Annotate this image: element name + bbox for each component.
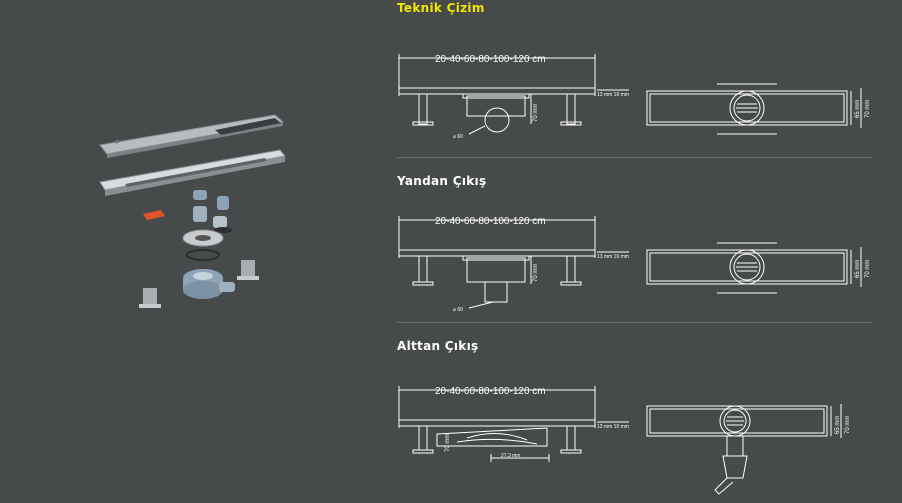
- channel-image: [99, 149, 286, 196]
- side-view: [398, 386, 629, 462]
- drawing-alttan-cikis: 20-40-60-80-100-120 cm 70 mm 13 mm 16 mm…: [398, 386, 851, 495]
- top-view: [646, 242, 862, 294]
- divider: [397, 157, 872, 158]
- divider: [397, 322, 872, 323]
- section-title-yandan-cikis: Yandan Çıkış: [397, 174, 487, 188]
- diameter-label: ⌀ 60: [453, 134, 463, 140]
- top-width-label-2: 70 mm: [845, 416, 851, 434]
- side-view: [398, 54, 629, 135]
- section-title-alttan-cikis: Alttan Çıkış: [397, 339, 479, 353]
- seal-image: [143, 210, 165, 220]
- thickness-label: 13 mm 16 mm: [597, 92, 629, 98]
- top-width-label: 65 mm: [835, 416, 841, 434]
- diameter-label: ⌀ 60: [453, 307, 463, 313]
- grate-image: [99, 114, 285, 158]
- height-label: 70 mm: [533, 104, 539, 122]
- thickness-label: 13 mm 16 mm: [597, 424, 629, 430]
- top-width-label: 65 mm: [855, 100, 861, 118]
- width-label: 20-40-60-80-100-120 cm: [435, 386, 546, 397]
- top-view: [646, 83, 862, 135]
- leg-right-image: [237, 260, 259, 280]
- drawing-yandan-cikis: 20-40-60-80-100-120 cm 70 mm 13 mm 16 mm…: [398, 216, 871, 313]
- leg-left-image: [139, 288, 161, 308]
- width-label: 20-40-60-80-100-120 cm: [435, 216, 546, 227]
- trap-image: [183, 269, 235, 299]
- height-label: 70 mm: [445, 434, 451, 452]
- bottom-dim-label: 27,3 mm: [501, 453, 520, 459]
- width-label: 20-40-60-80-100-120 cm: [435, 54, 546, 65]
- section-title-teknik-cizim: Teknik Çizim: [397, 1, 485, 15]
- top-view: [646, 404, 842, 495]
- top-width-label-2: 70 mm: [865, 100, 871, 118]
- pipe-parts-image: [193, 190, 232, 233]
- top-width-label: 65 mm: [855, 260, 861, 278]
- side-view: [398, 216, 629, 309]
- height-label: 70 mm: [533, 264, 539, 282]
- thickness-label: 13 mm 16 mm: [597, 254, 629, 260]
- product-exploded-illustration: [99, 114, 286, 308]
- top-width-label-2: 70 mm: [865, 260, 871, 278]
- drawing-teknik-cizim: 20-40-60-80-100-120 cm 70 mm 13 mm 16 mm…: [398, 54, 871, 140]
- flange-image: [182, 229, 224, 261]
